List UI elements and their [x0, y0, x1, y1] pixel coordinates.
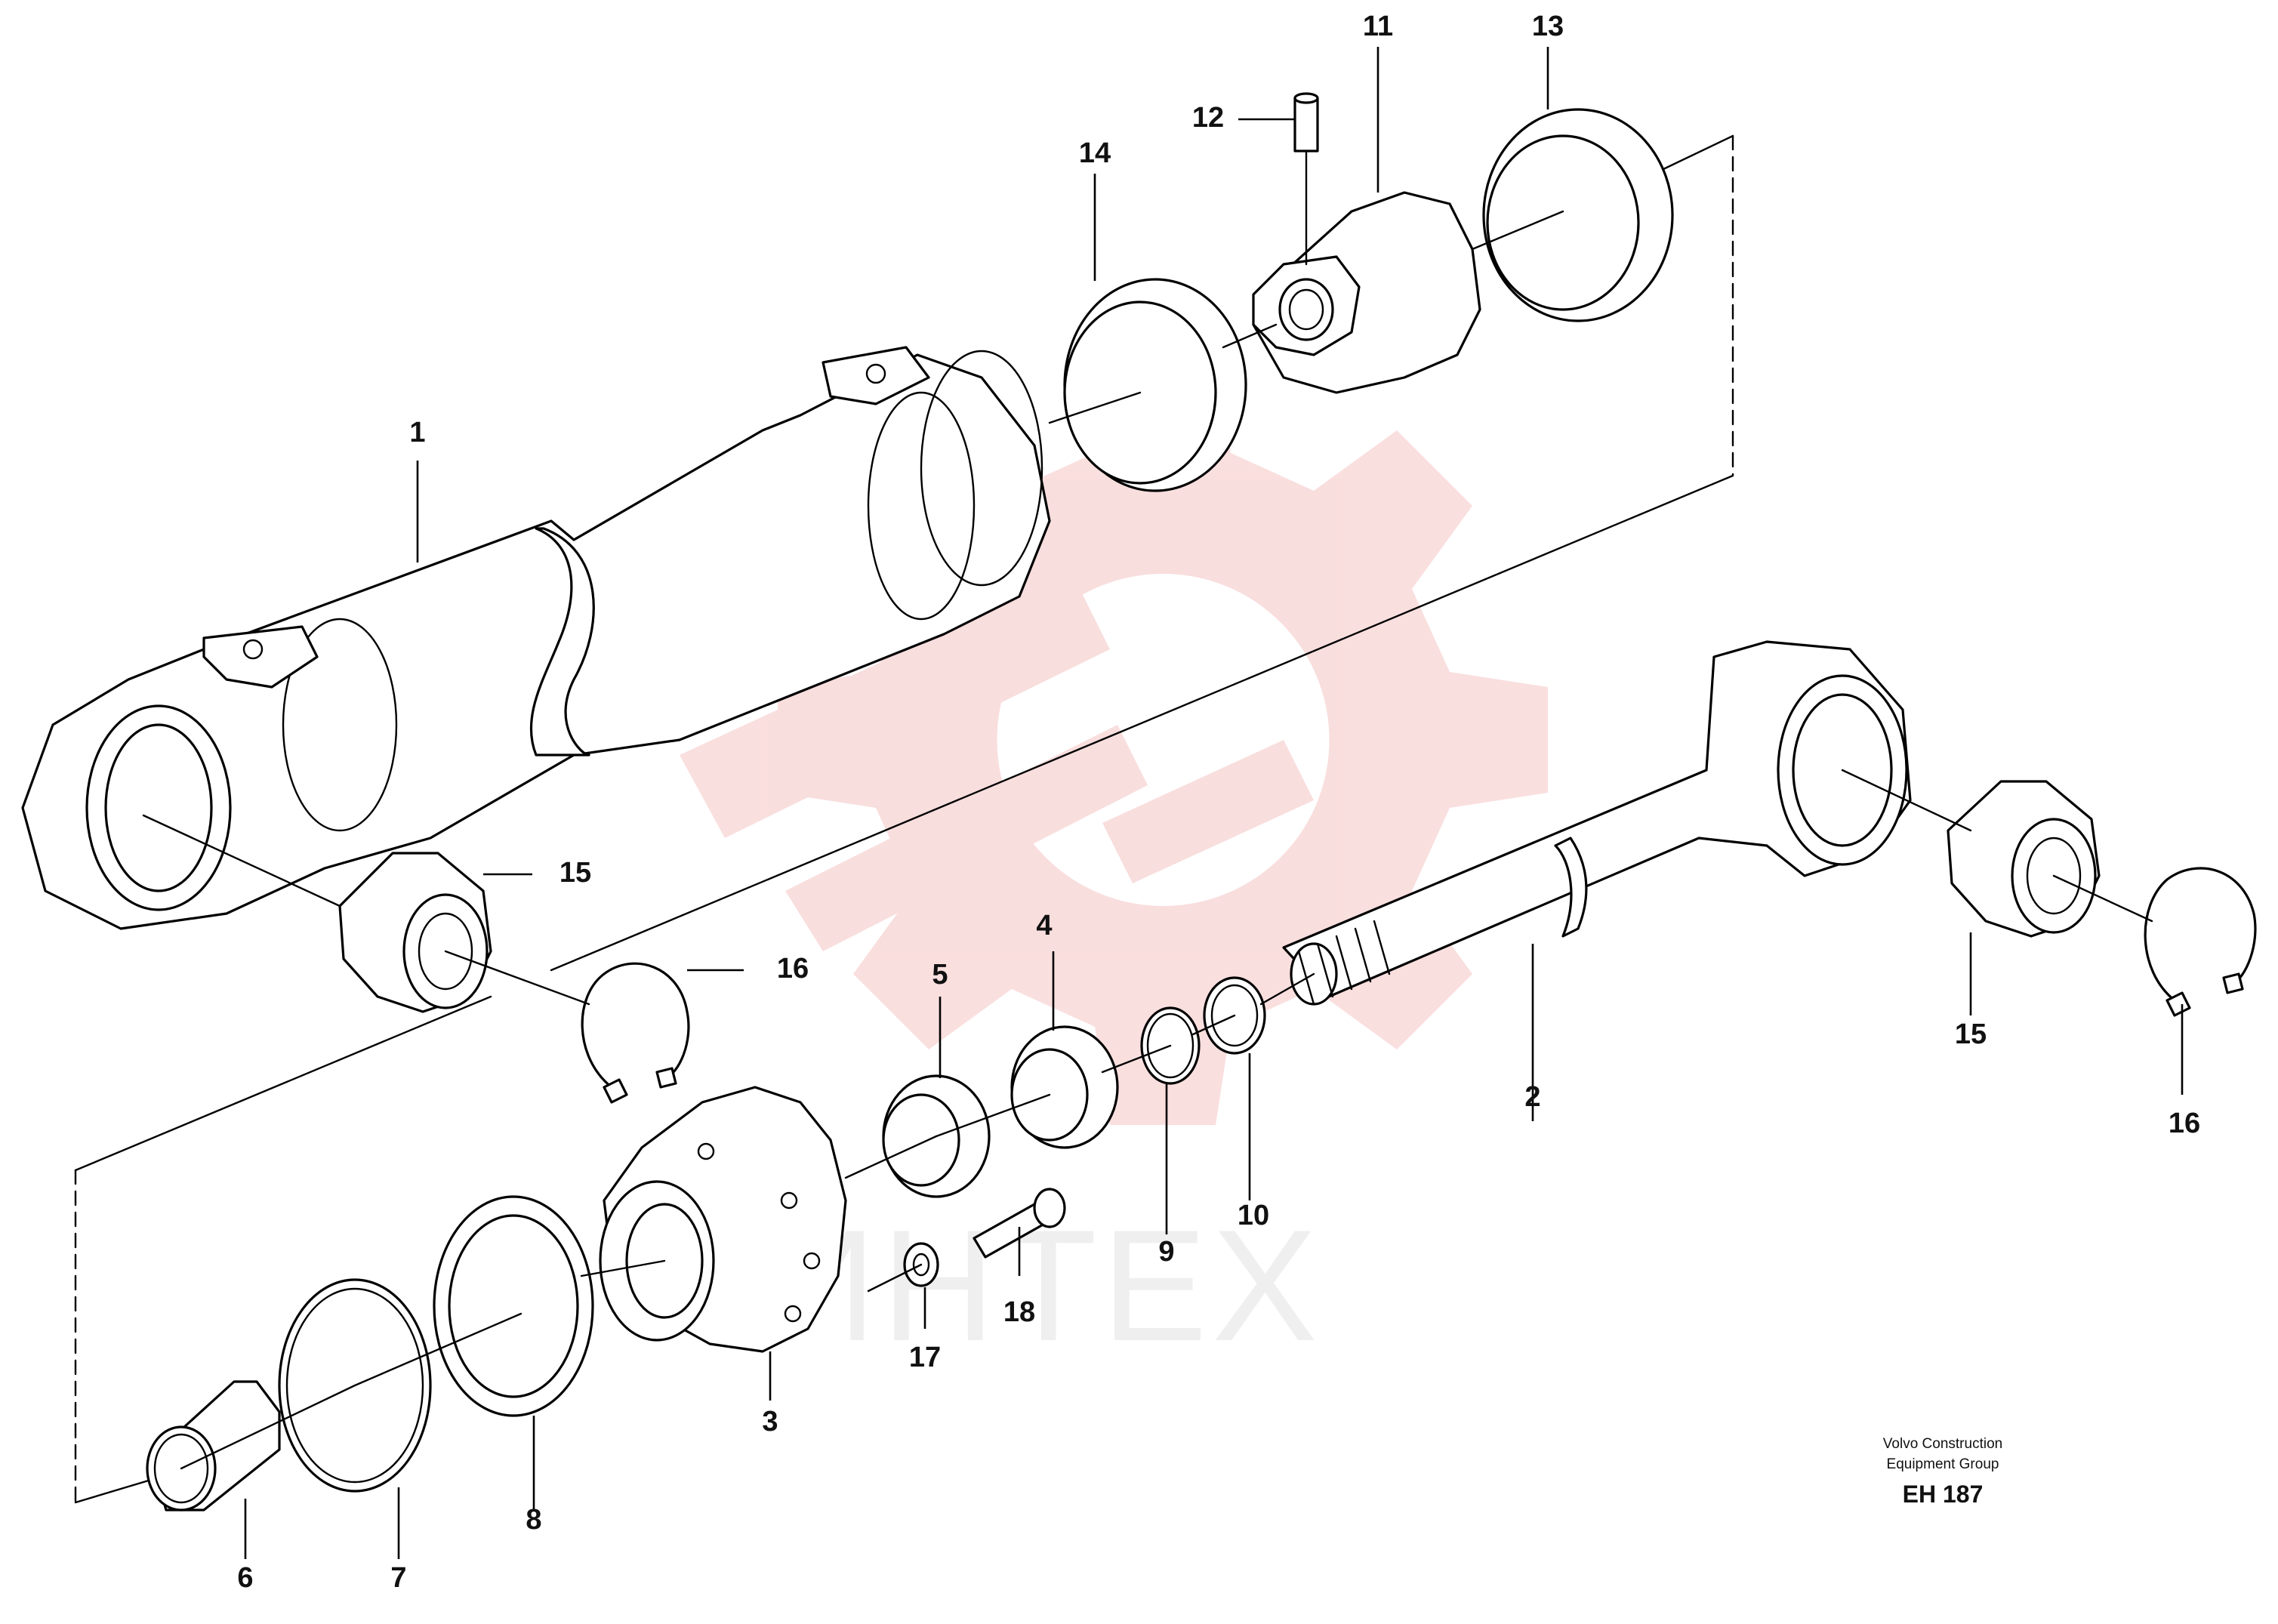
- callout-8: 8: [526, 1504, 541, 1536]
- callout-5: 5: [932, 959, 948, 991]
- callout-13: 13: [1532, 11, 1564, 42]
- part-4-seal[interactable]: [1010, 1025, 1119, 1149]
- reference-lines: [74, 134, 1734, 1504]
- callout-2: 2: [1524, 1081, 1540, 1113]
- part-12-pin[interactable]: [1293, 92, 1319, 153]
- callout-labels: 1 2 3 4 5 6 7 8 9 10 11 12 13 14 15 15 1…: [237, 11, 2200, 1594]
- callout-6: 6: [237, 1562, 253, 1594]
- footer-company-line-1: Volvo Construction: [1883, 1436, 2002, 1452]
- callout-17: 17: [909, 1342, 941, 1373]
- callout-9: 9: [1158, 1236, 1174, 1268]
- footer-diagram-code: EH 187: [1903, 1481, 1984, 1508]
- assembly-axis-lines: [142, 149, 2153, 1470]
- part-16-circlip-right[interactable]: [2144, 867, 2257, 1017]
- part-3-cylinder-head[interactable]: [599, 1086, 847, 1353]
- callout-14: 14: [1079, 137, 1111, 169]
- callout-7: 7: [390, 1562, 406, 1594]
- footer-credit: Volvo Construction Equipment Group EH 18…: [1883, 1436, 2002, 1508]
- callout-leaders: [244, 47, 2184, 1559]
- part-18-screw[interactable]: [973, 1188, 1066, 1259]
- part-14-piston-ring[interactable]: [1063, 278, 1247, 492]
- callout-10: 10: [1238, 1200, 1269, 1231]
- watermark-wrench-icon: [680, 574, 1314, 951]
- part-15-spherical-bearing-right[interactable]: [1947, 780, 2101, 938]
- part-15-spherical-bearing-left[interactable]: [338, 852, 492, 1013]
- part-13-guide-ring[interactable]: [1482, 108, 1674, 322]
- part-16-circlip-left[interactable]: [581, 962, 690, 1104]
- callout-15-right: 15: [1955, 1018, 1987, 1050]
- callout-11: 11: [1363, 11, 1393, 42]
- callout-3: 3: [762, 1406, 778, 1438]
- part-8-backup-ring[interactable]: [433, 1195, 594, 1417]
- footer-company-line-2: Equipment Group: [1887, 1456, 1999, 1472]
- callout-18: 18: [1003, 1296, 1035, 1328]
- callout-16-right: 16: [2169, 1108, 2200, 1139]
- callout-12: 12: [1192, 102, 1224, 134]
- callout-15-left: 15: [559, 857, 591, 889]
- callout-1: 1: [409, 417, 425, 448]
- part-6-bushing[interactable]: [146, 1380, 281, 1512]
- part-11-piston[interactable]: [1252, 191, 1481, 394]
- callout-4: 4: [1036, 910, 1052, 941]
- part-1-cylinder-tube[interactable]: [21, 346, 1051, 930]
- callout-16-left: 16: [777, 953, 809, 985]
